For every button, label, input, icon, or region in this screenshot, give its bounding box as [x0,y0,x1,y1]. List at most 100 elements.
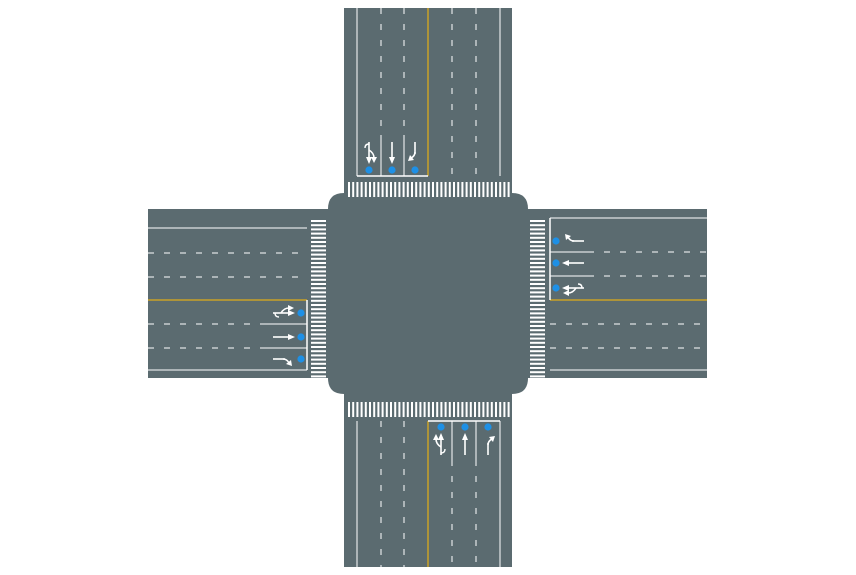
crosswalk-stripe [530,266,545,269]
crosswalk-stripe [503,402,506,417]
crosswalk-stripe [411,402,413,417]
crosswalk-stripe [530,346,545,348]
crosswalk-stripe [486,182,489,197]
crosswalk-stripe [311,333,326,336]
crosswalk-stripe [432,182,434,197]
crosswalk-stripe [530,375,545,378]
crosswalk-stripe [490,402,493,417]
crosswalk-stripe [530,253,545,256]
crosswalk-stripe [398,182,401,197]
crosswalk-stripe [530,320,545,323]
crosswalk-stripe [530,329,545,332]
crosswalk-stripe [419,402,422,417]
detector-dot-icon [297,309,305,317]
crosswalk-stripe [311,220,326,222]
crosswalk-stripe [530,245,545,248]
crosswalk-stripe [311,278,326,281]
crosswalk-stripe [311,295,326,298]
crosswalk-stripe [507,402,510,417]
crosswalk-stripe [530,358,545,361]
crosswalk-stripe [436,402,439,417]
crosswalk-stripe [311,329,326,332]
detector-dot-icon [484,423,492,431]
crosswalk-stripe [364,182,367,197]
crosswalk-stripe [457,402,460,417]
crosswalk-stripe [394,182,397,197]
crosswalk-stripe [530,308,545,311]
crosswalk-stripe [530,299,545,302]
detector-dot-icon [552,259,560,267]
crosswalk-stripe [427,182,430,197]
crosswalk-stripe [373,402,376,417]
crosswalk-stripe [530,316,545,319]
crosswalk-stripe [311,375,326,378]
crosswalk-stripe [448,402,451,417]
crosswalk-stripe [311,232,326,235]
detector-dot-icon [552,284,560,292]
crosswalk-stripe [311,299,326,302]
crosswalk-stripe [427,402,430,417]
crosswalk-stripe [311,262,326,264]
crosswalk-stripe [499,182,502,197]
crosswalk-stripe [530,278,545,281]
crosswalk-stripe [360,182,363,197]
crosswalk-stripe [311,274,326,277]
crosswalk-stripe [311,304,326,306]
crosswalk-stripe [530,283,545,285]
crosswalk-stripe [530,371,545,374]
crosswalk-stripe [478,402,481,417]
crosswalk-stripe [469,402,472,417]
crosswalk-stripe [490,182,493,197]
crosswalk-stripe [423,182,426,197]
crosswalk-stripe [311,325,326,327]
crosswalk-stripe [444,402,447,417]
corner-curve [328,378,344,394]
corner-curve [512,378,528,394]
crosswalk-stripe [311,350,326,353]
crosswalk-stripe [474,182,476,197]
crosswalk-stripe [311,270,326,273]
crosswalk-stripe [390,182,392,197]
crosswalk-stripe [440,402,443,417]
crosswalk-stripe [530,249,545,252]
crosswalk-stripe [311,245,326,248]
crosswalk-stripe [530,367,545,369]
detector-dot-icon [411,166,419,174]
crosswalk-stripe [398,402,401,417]
crosswalk-stripe [364,402,367,417]
crosswalk-stripe [453,402,455,417]
crosswalk-stripe [530,257,545,260]
detector-dot-icon [437,423,445,431]
crosswalk-stripe [495,182,497,197]
crosswalk-stripe [507,182,510,197]
crosswalk-stripe [311,287,326,290]
crosswalk-stripe [530,224,545,227]
crosswalk-stripe [311,316,326,319]
crosswalk-stripe [311,228,326,231]
crosswalk-stripe [530,270,545,273]
crosswalk-stripe [311,320,326,323]
crosswalk-stripe [415,402,418,417]
crosswalk-stripe [530,333,545,336]
crosswalk-stripe [311,362,326,365]
crosswalk-stripe [530,295,545,298]
crosswalk-stripe [311,367,326,369]
crosswalk-stripe [394,402,397,417]
crosswalk-stripe [436,182,439,197]
crosswalk-stripe [530,312,545,315]
crosswalk-stripe [373,182,376,197]
crosswalk-stripe [369,402,371,417]
crosswalk-stripe [311,358,326,361]
crosswalk-stripe [311,253,326,256]
crosswalk-stripe [461,402,464,417]
crosswalk-stripe [311,257,326,260]
crosswalk-stripe [530,350,545,353]
crosswalk-stripe [530,236,545,239]
crosswalk-stripe [440,182,443,197]
crosswalk-stripe [381,402,384,417]
crosswalk-stripe [406,402,409,417]
crosswalk-stripe [356,182,359,197]
crosswalk-stripe [377,182,380,197]
crosswalk-stripe [352,182,355,197]
